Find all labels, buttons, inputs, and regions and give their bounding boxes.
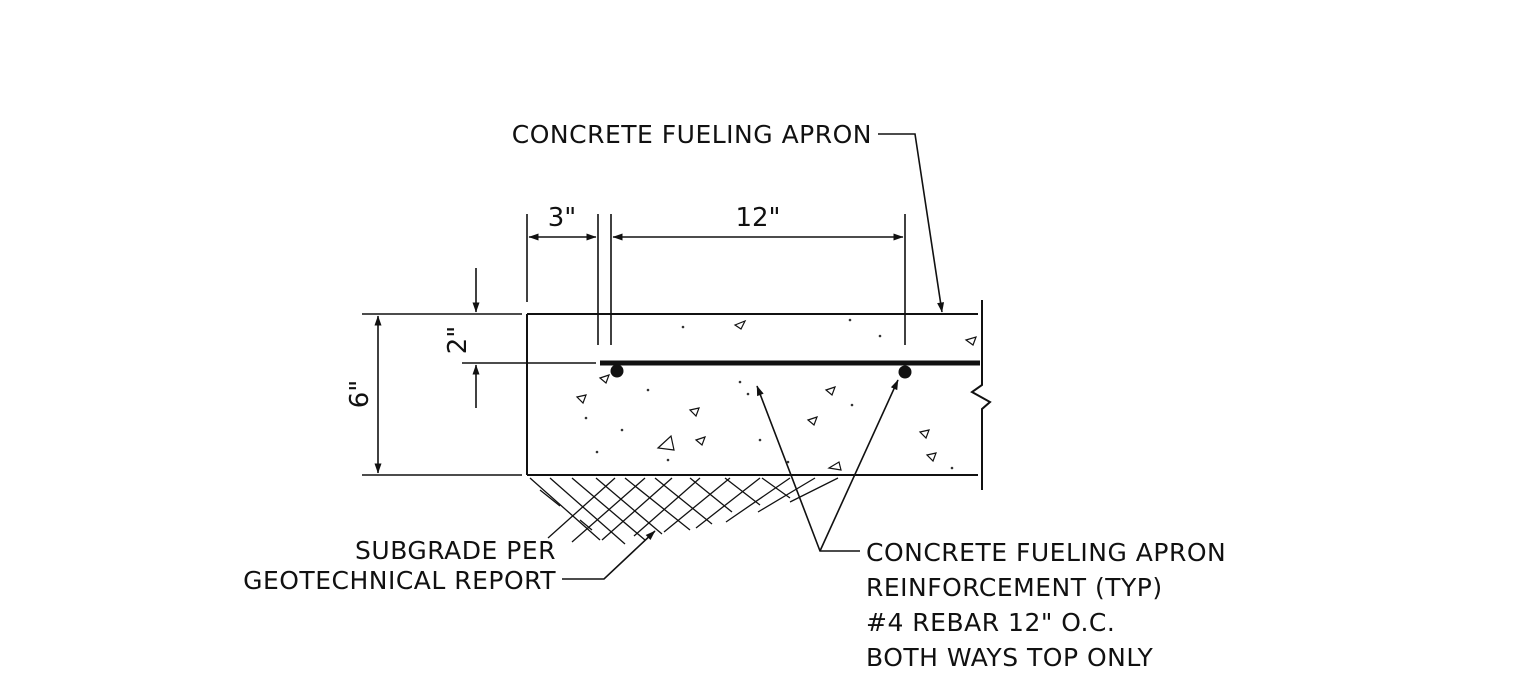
label-concrete-fueling-apron: CONCRETE FUELING APRON xyxy=(512,120,872,149)
label-subgrade-line1: SUBGRADE PER xyxy=(355,536,556,565)
concrete-aggregate-texture xyxy=(575,318,977,471)
label-reinforcement-line1: CONCRETE FUELING APRON xyxy=(866,538,1226,567)
dim-rebar-spacing: 12" xyxy=(735,203,780,233)
leader-lines xyxy=(562,133,945,580)
concrete-slab xyxy=(526,300,992,490)
dim-slab-thickness: 6" xyxy=(345,380,375,409)
vertical-dimensions: 2" 6" xyxy=(345,268,596,476)
subgrade-hatch xyxy=(529,477,839,545)
dim-top-cover: 2" xyxy=(443,326,473,355)
label-reinforcement-line4: BOTH WAYS TOP ONLY xyxy=(866,643,1153,672)
label-subgrade-line2: GEOTECHNICAL REPORT xyxy=(243,566,556,595)
rebar-bar-right xyxy=(898,365,912,379)
rebar-bar-left xyxy=(610,364,624,378)
rebar-top-mat xyxy=(600,360,980,379)
dim-edge-cover: 3" xyxy=(548,203,577,233)
label-reinforcement-line3: #4 REBAR 12" O.C. xyxy=(866,608,1115,637)
label-reinforcement-line2: REINFORCEMENT (TYP) xyxy=(866,573,1163,602)
horizontal-dimensions: 3" 12" xyxy=(526,203,906,345)
